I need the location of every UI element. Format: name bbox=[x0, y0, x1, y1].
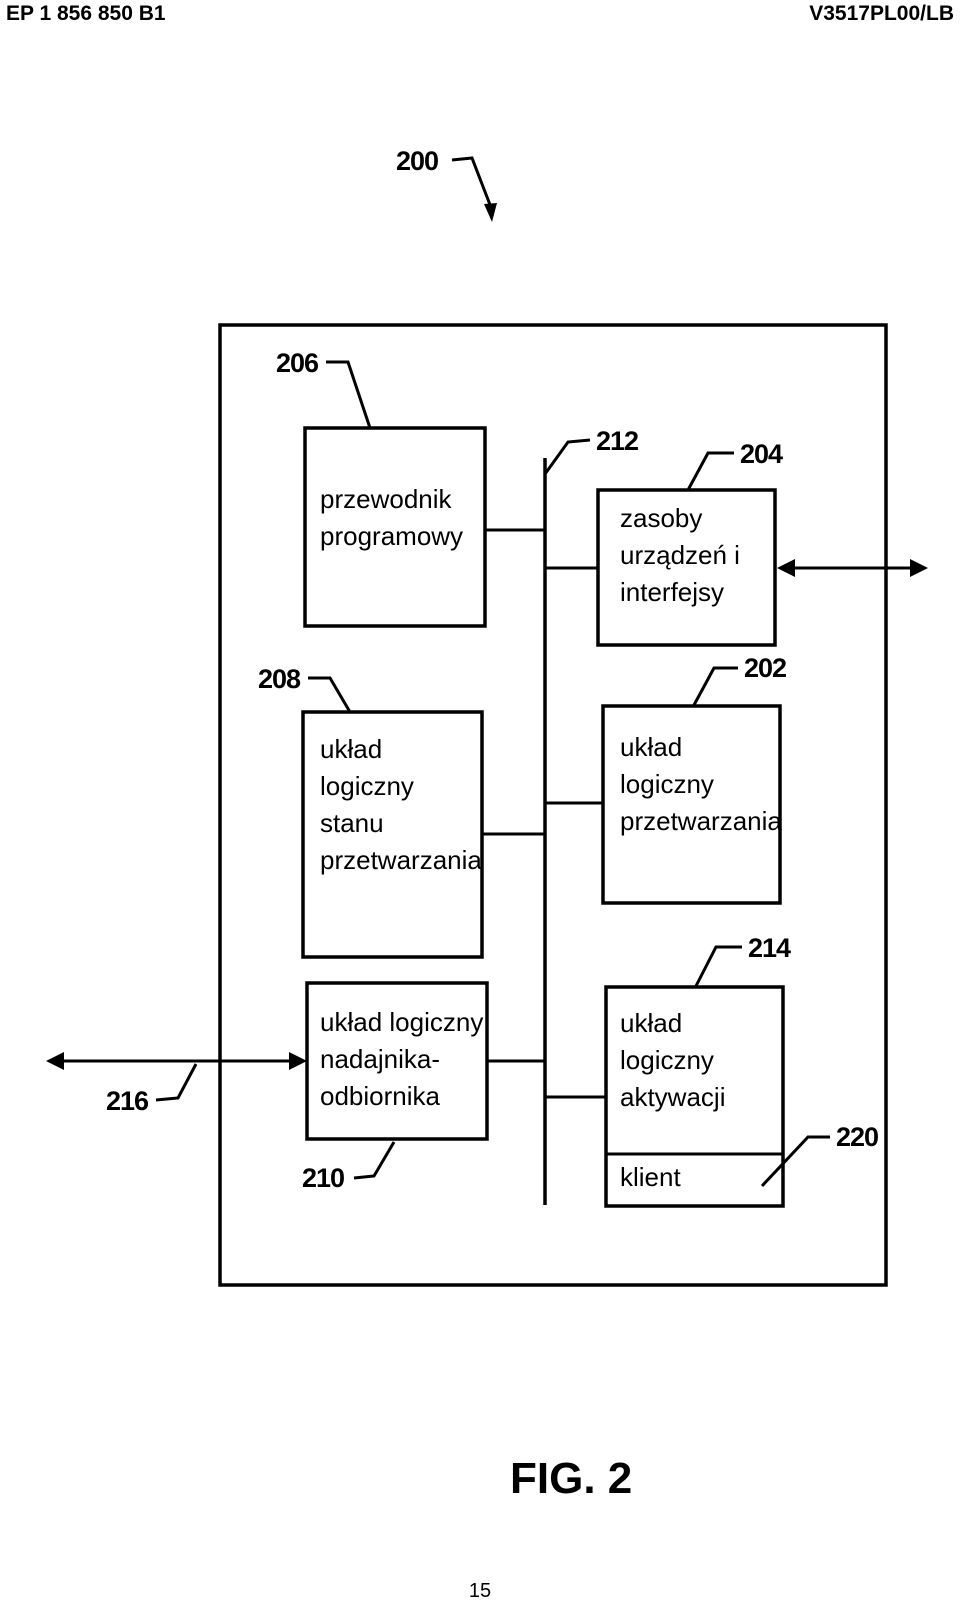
external-io-arrow-right bbox=[910, 559, 928, 577]
ref-216-leader bbox=[155, 1063, 198, 1102]
ref-216-label: 216 bbox=[106, 1086, 149, 1116]
block-processing-logic-line-2: logiczny bbox=[620, 769, 714, 799]
ref-202-leader bbox=[692, 666, 738, 706]
block-guide bbox=[303, 426, 487, 628]
block-activation-logic-line-3: aktywacji bbox=[620, 1082, 725, 1112]
external-io-arrow-left bbox=[777, 559, 795, 577]
ref-210-label: 210 bbox=[302, 1163, 344, 1193]
block-activation-logic-line-1: układ bbox=[620, 1008, 682, 1038]
ref-220-leader bbox=[760, 1135, 830, 1188]
ref-204-label: 204 bbox=[740, 439, 783, 469]
block-resources-line-1: zasoby bbox=[620, 503, 702, 533]
page-number: 15 bbox=[468, 1580, 492, 1602]
figure-caption: FIG. 2 bbox=[510, 1454, 632, 1503]
header-patent-number: EP 1 856 850 B1 bbox=[6, 2, 166, 25]
ref-202-label: 202 bbox=[744, 653, 786, 683]
ref-214-label: 214 bbox=[748, 933, 791, 963]
ref-214-leader bbox=[694, 945, 742, 987]
ref-212-label: 212 bbox=[596, 426, 638, 456]
block-state-logic-line-4: przetwarzania bbox=[320, 845, 482, 875]
block-transceiver-logic-line-1: układ logiczny bbox=[320, 1007, 483, 1037]
external-link-arrow-left bbox=[46, 1052, 64, 1070]
block-guide-line-1: przewodnik bbox=[320, 484, 453, 514]
block-transceiver-logic-line-3: odbiornika bbox=[320, 1081, 441, 1111]
block-state-logic-line-1: układ bbox=[320, 734, 382, 764]
device-outline bbox=[218, 323, 888, 1287]
ref-208-leader bbox=[308, 676, 352, 713]
block-resources-line-2: urządzeń i bbox=[620, 540, 740, 570]
block-processing-logic-line-1: układ bbox=[620, 732, 682, 762]
client-label: klient bbox=[620, 1162, 681, 1192]
ref-200-label: 200 bbox=[396, 146, 438, 176]
ref-212-leader bbox=[543, 438, 591, 475]
ref-200-leader bbox=[451, 156, 494, 211]
block-transceiver-logic-line-2: nadajnika- bbox=[320, 1044, 440, 1074]
block-processing-logic-line-3: przetwarzania bbox=[620, 806, 782, 836]
ref-204-leader bbox=[686, 451, 734, 491]
ref-206-label: 206 bbox=[276, 348, 319, 378]
ref-208-label: 208 bbox=[258, 664, 301, 694]
ref-200-arrowhead bbox=[484, 203, 497, 222]
external-link-arrow-right bbox=[289, 1052, 307, 1070]
block-state-logic-line-3: stanu bbox=[320, 808, 384, 838]
block-state-logic-line-2: logiczny bbox=[320, 771, 414, 801]
ref-206-leader bbox=[326, 360, 372, 429]
block-activation-logic-line-2: logiczny bbox=[620, 1045, 714, 1075]
ref-210-leader bbox=[353, 1141, 396, 1180]
block-resources-line-3: interfejsy bbox=[620, 577, 724, 607]
ref-220-label: 220 bbox=[836, 1122, 878, 1152]
block-guide-line-2: programowy bbox=[320, 521, 463, 551]
header-document-code: V3517PL00/LB bbox=[809, 2, 954, 25]
